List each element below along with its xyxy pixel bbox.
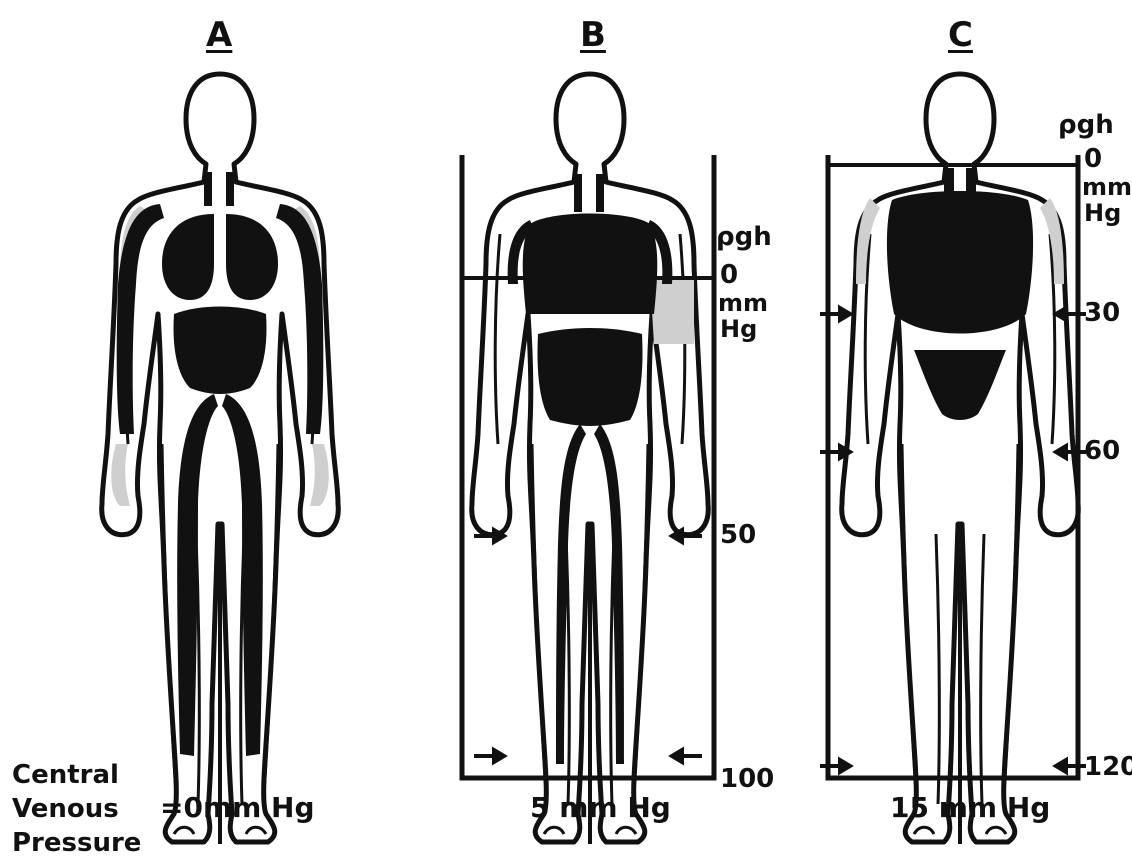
- figure-b: [472, 74, 709, 844]
- rho-g-h-c: ρgh: [1058, 112, 1114, 138]
- abdomen-a: [174, 307, 267, 395]
- abdomen-b: [538, 328, 643, 426]
- panel-a-label: A: [206, 18, 232, 52]
- cvp-label-line2: Venous: [12, 792, 119, 826]
- unit-mm-b: mm: [718, 290, 768, 316]
- chest-organs-c: [887, 191, 1033, 334]
- pressure-a: =0mm Hg: [160, 794, 315, 822]
- scale-tick-c-30: 30: [1084, 300, 1120, 326]
- scale-tick-c-120: 120: [1084, 754, 1132, 780]
- pressure-c: 15 mm Hg: [890, 794, 1050, 822]
- water-shading-b: [650, 278, 694, 344]
- scale-tick-c-60: 60: [1084, 438, 1120, 464]
- unit-mm-c: mm: [1082, 174, 1132, 200]
- scale-tick-b-50: 50: [720, 522, 756, 548]
- unit-hg-b: Hg: [720, 316, 757, 342]
- scale-tick-b-100: 100: [720, 766, 774, 792]
- rho-g-h-b: ρgh: [716, 224, 772, 250]
- scale-zero-c: 0: [1084, 146, 1102, 172]
- figure-a: [102, 74, 339, 844]
- panel-b-label: B: [580, 18, 606, 52]
- unit-hg-c: Hg: [1084, 200, 1121, 226]
- chest-organs-b: [523, 214, 658, 315]
- cvp-label-line1: Central: [12, 758, 119, 792]
- figure-c: [842, 74, 1079, 844]
- pressure-b: 5 mm Hg: [530, 794, 671, 822]
- scale-zero-b: 0: [720, 262, 738, 288]
- panel-c-label: C: [948, 18, 973, 52]
